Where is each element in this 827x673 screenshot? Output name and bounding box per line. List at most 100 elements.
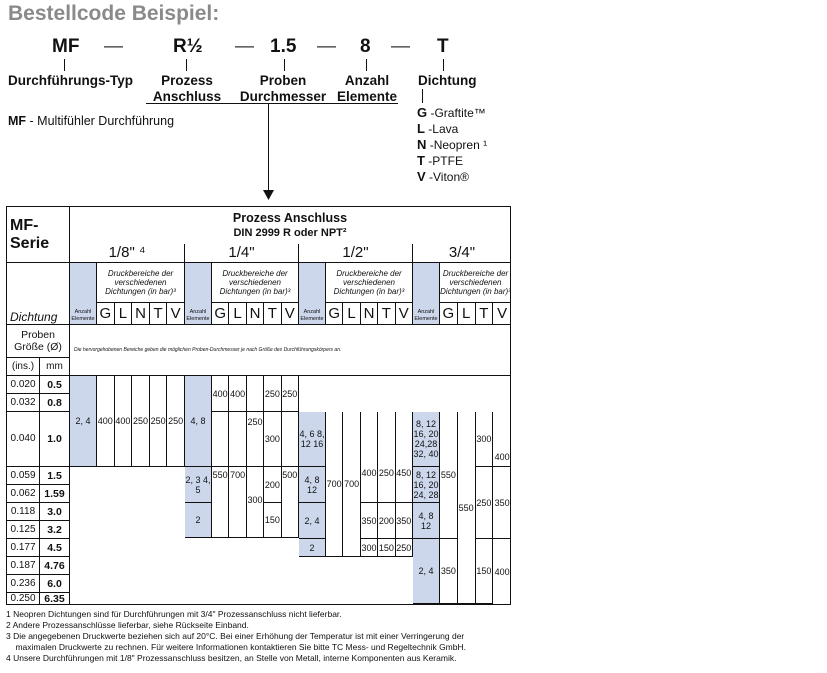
footnote: maximalen Druckwerte zu rechnen. Für wei… [6,642,466,652]
size-1-4: 1/4" [185,244,299,263]
probe-mm-cell: 4.76 [40,557,70,575]
probe-mm-cell: 1.0 [40,412,70,467]
value-cell: 400 [493,412,511,467]
arrow-down-icon [263,190,274,200]
label-seal: Dichtung [418,73,477,88]
value-cell: 550 [440,412,458,539]
anzahl-cell: 2 [299,539,326,557]
value-cell: 250 [281,376,299,412]
value-cell: 300 [246,431,265,538]
seal-col-g: G [97,303,115,325]
range-header: Druckbereiche der verschiedenen Dichtung… [440,263,511,303]
seal-item: N -Neopren ¹ [417,137,488,152]
probe-mm-cell: 1.5 [40,467,70,485]
seal-col-t: T [378,303,396,325]
anzahl-cell: 4, 8 12 [413,503,440,539]
value-cell: 700 [343,412,361,557]
seal-item: G -Graftite™ [417,105,486,120]
anzahl-header: Anzahl Elemente [185,263,212,325]
label-probe-2: Durchmesser [239,89,327,104]
code-dash: — [391,36,410,57]
label-process-2: Anschluss [152,89,222,104]
label-type: Durchführungs-Typ [8,73,133,88]
footnote: 4 Unsere Durchführungen mit 1/8" Prozess… [6,653,457,663]
anzahl-cell: 4, 6 8, 12 16 [299,412,326,467]
probe-ins-cell: 0.250 [7,593,40,605]
value-cell: 400 [114,376,133,467]
probe-mm-cell: 3.2 [40,521,70,539]
value-cell: 250 [475,467,494,539]
anzahl-cell: 4, 8 12 [299,467,326,503]
seal-col-l: L [343,303,361,325]
highlight-note: Die hervorgehobenen Bereiche geben die m… [70,325,511,376]
value-cell: 700 [229,412,247,538]
value-cell: 250 [264,376,282,412]
value-cell: 700 [326,412,344,557]
anzahl-cell: 8, 12 16, 20 24, 28 [413,467,440,503]
seal-col-g: G [440,303,458,325]
value-cell: 400 [229,376,247,412]
seal-col-v: V [493,303,511,325]
value-cell: 250 [395,539,413,557]
probe-ins-cell: 0.062 [7,485,40,503]
seal-col-g: G [326,303,344,325]
value-cell: 350 [440,539,458,604]
series-label: MF-Serie [7,207,70,263]
seal-col-t: T [264,303,282,325]
value-cell: 300 [475,412,494,467]
probe-mm-cell: 0.8 [40,394,70,412]
anzahl-cell: 2, 4 [70,376,97,467]
value-cell: 550 [457,412,476,604]
seal-col-v: V [281,303,299,325]
code-dash: — [104,36,123,57]
probe-mm-cell: 3.0 [40,503,70,521]
probe-mm-cell: 6.0 [40,575,70,593]
value-cell: 300 [264,412,282,467]
label-count-1: Anzahl [344,73,390,88]
mm-header: mm [40,358,70,376]
probe-ins-cell: 0.125 [7,521,40,539]
seal-col-n: N [360,303,379,325]
value-cell: 350 [395,503,413,539]
size-1-2: 1/2" [299,244,413,263]
anzahl-cell: 4, 8 [185,376,212,467]
page-title: Bestellcode Beispiel: [8,2,220,25]
code-dash: — [317,36,336,57]
seal-col-g: G [212,303,230,325]
value-cell: 400 [212,376,230,412]
value-cell: 200 [378,503,396,539]
seal-col-n: N [132,303,150,325]
value-cell: 250 [149,376,168,467]
code-dash: — [235,36,254,57]
seal-col-v: V [395,303,413,325]
probe-ins-cell: 0.236 [7,575,40,593]
probe-mm-cell: 0.5 [40,376,70,394]
value-cell: 250 [378,412,396,503]
size-3-4: 3/4" [413,244,511,263]
footnotes: 1 Neopren Dichtungen sind für Durchführu… [6,609,466,664]
value-cell: 300 [360,539,379,557]
value-cell: 150 [475,539,494,604]
value-cell: 250 [132,376,150,467]
footnote: 2 Andere Prozessanschlüsse lieferbar, si… [6,620,249,630]
anzahl-cell: 2, 3 4, 5 [185,467,212,503]
code-diameter: 1.5 [270,36,297,57]
code-count: 8 [360,36,371,57]
footnote: 1 Neopren Dichtungen sind für Durchführu… [6,609,342,619]
code-seal: T [437,36,449,57]
code-process: R½ [173,36,203,57]
seal-col-l: L [114,303,133,325]
probe-mm-cell: 1.59 [40,485,70,503]
seal-col-v: V [167,303,185,325]
value-cell: 350 [360,503,379,539]
ins-header: (ins.) [7,358,40,376]
value-cell: 400 [494,566,510,577]
dichtung-label: Dichtung [7,263,70,325]
range-header: Druckbereiche der verschiedenen Dichtung… [326,263,413,303]
value-cell: 150 [378,539,396,557]
anzahl-cell: 2, 4 [413,539,440,604]
mf-description: MF - Multifühler Durchführung [8,114,175,128]
value-cell: 450 [395,412,413,503]
